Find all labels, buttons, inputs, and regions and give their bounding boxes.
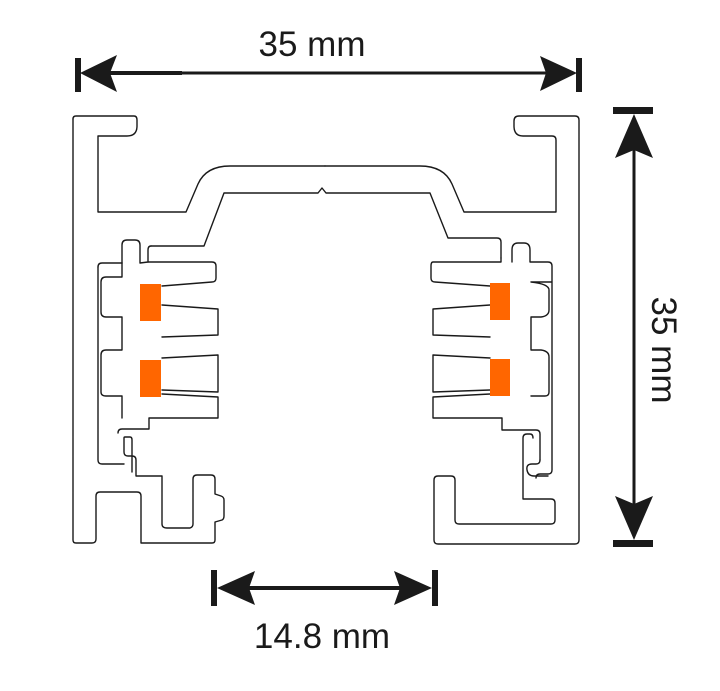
- conductor-right-upper: [490, 283, 510, 320]
- opening-dim-label: 14.8 mm: [254, 617, 390, 656]
- width-dimension: 35 mm: [75, 25, 582, 92]
- right-conductor-comb: [430, 257, 541, 461]
- left-bridge-connect: [97, 239, 152, 268]
- width-dim-right-arrow-icon: [540, 56, 577, 91]
- width-dim-label: 35 mm: [259, 25, 366, 64]
- opening-dim-right-arrow-icon: [394, 571, 432, 605]
- height-dim-top-arrow-icon: [615, 114, 653, 158]
- right-bottom-clip: [526, 459, 549, 477]
- top-bridge-lower: [150, 187, 502, 259]
- opening-dim-left-arrow-icon: [217, 571, 255, 605]
- opening-dimension: 14.8 mm: [211, 570, 438, 656]
- conductor-left-lower: [140, 360, 161, 397]
- top-bridge-upper: [324, 115, 580, 545]
- height-dim-bottom-arrow-icon: [615, 496, 653, 540]
- height-dim-label: 35 mm: [644, 297, 683, 404]
- width-dim-right-tick: [576, 58, 582, 92]
- opening-dim-left-tick: [211, 570, 217, 606]
- opening-dim-right-tick: [432, 570, 438, 606]
- left-inner-spring: [100, 262, 123, 419]
- left-top-hook: [72, 115, 326, 213]
- conductors: [140, 283, 510, 397]
- right-inner-spring: [511, 242, 553, 479]
- left-outer-wall: [72, 118, 225, 544]
- height-dim-top-tick: [613, 107, 653, 114]
- conductor-left-upper: [140, 284, 161, 321]
- track-profile-outline: [72, 115, 580, 545]
- height-dim-bottom-tick: [613, 540, 653, 547]
- conductor-right-lower: [490, 359, 510, 396]
- width-dim-left-tick: [75, 58, 81, 92]
- height-dimension: 35 mm: [613, 107, 683, 547]
- width-dim-left-arrow-icon: [80, 55, 117, 92]
